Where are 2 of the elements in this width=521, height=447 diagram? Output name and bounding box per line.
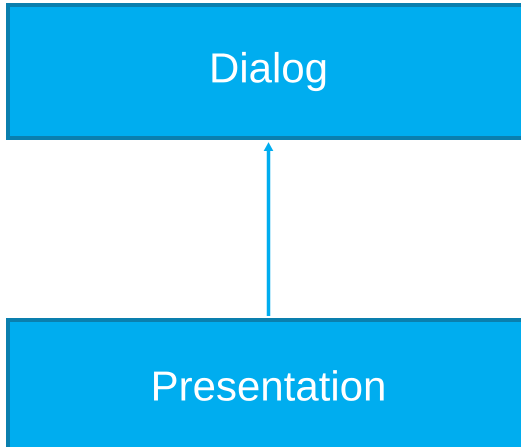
process-box: Dialog [6, 3, 521, 140]
process-box: Presentation [6, 318, 521, 447]
